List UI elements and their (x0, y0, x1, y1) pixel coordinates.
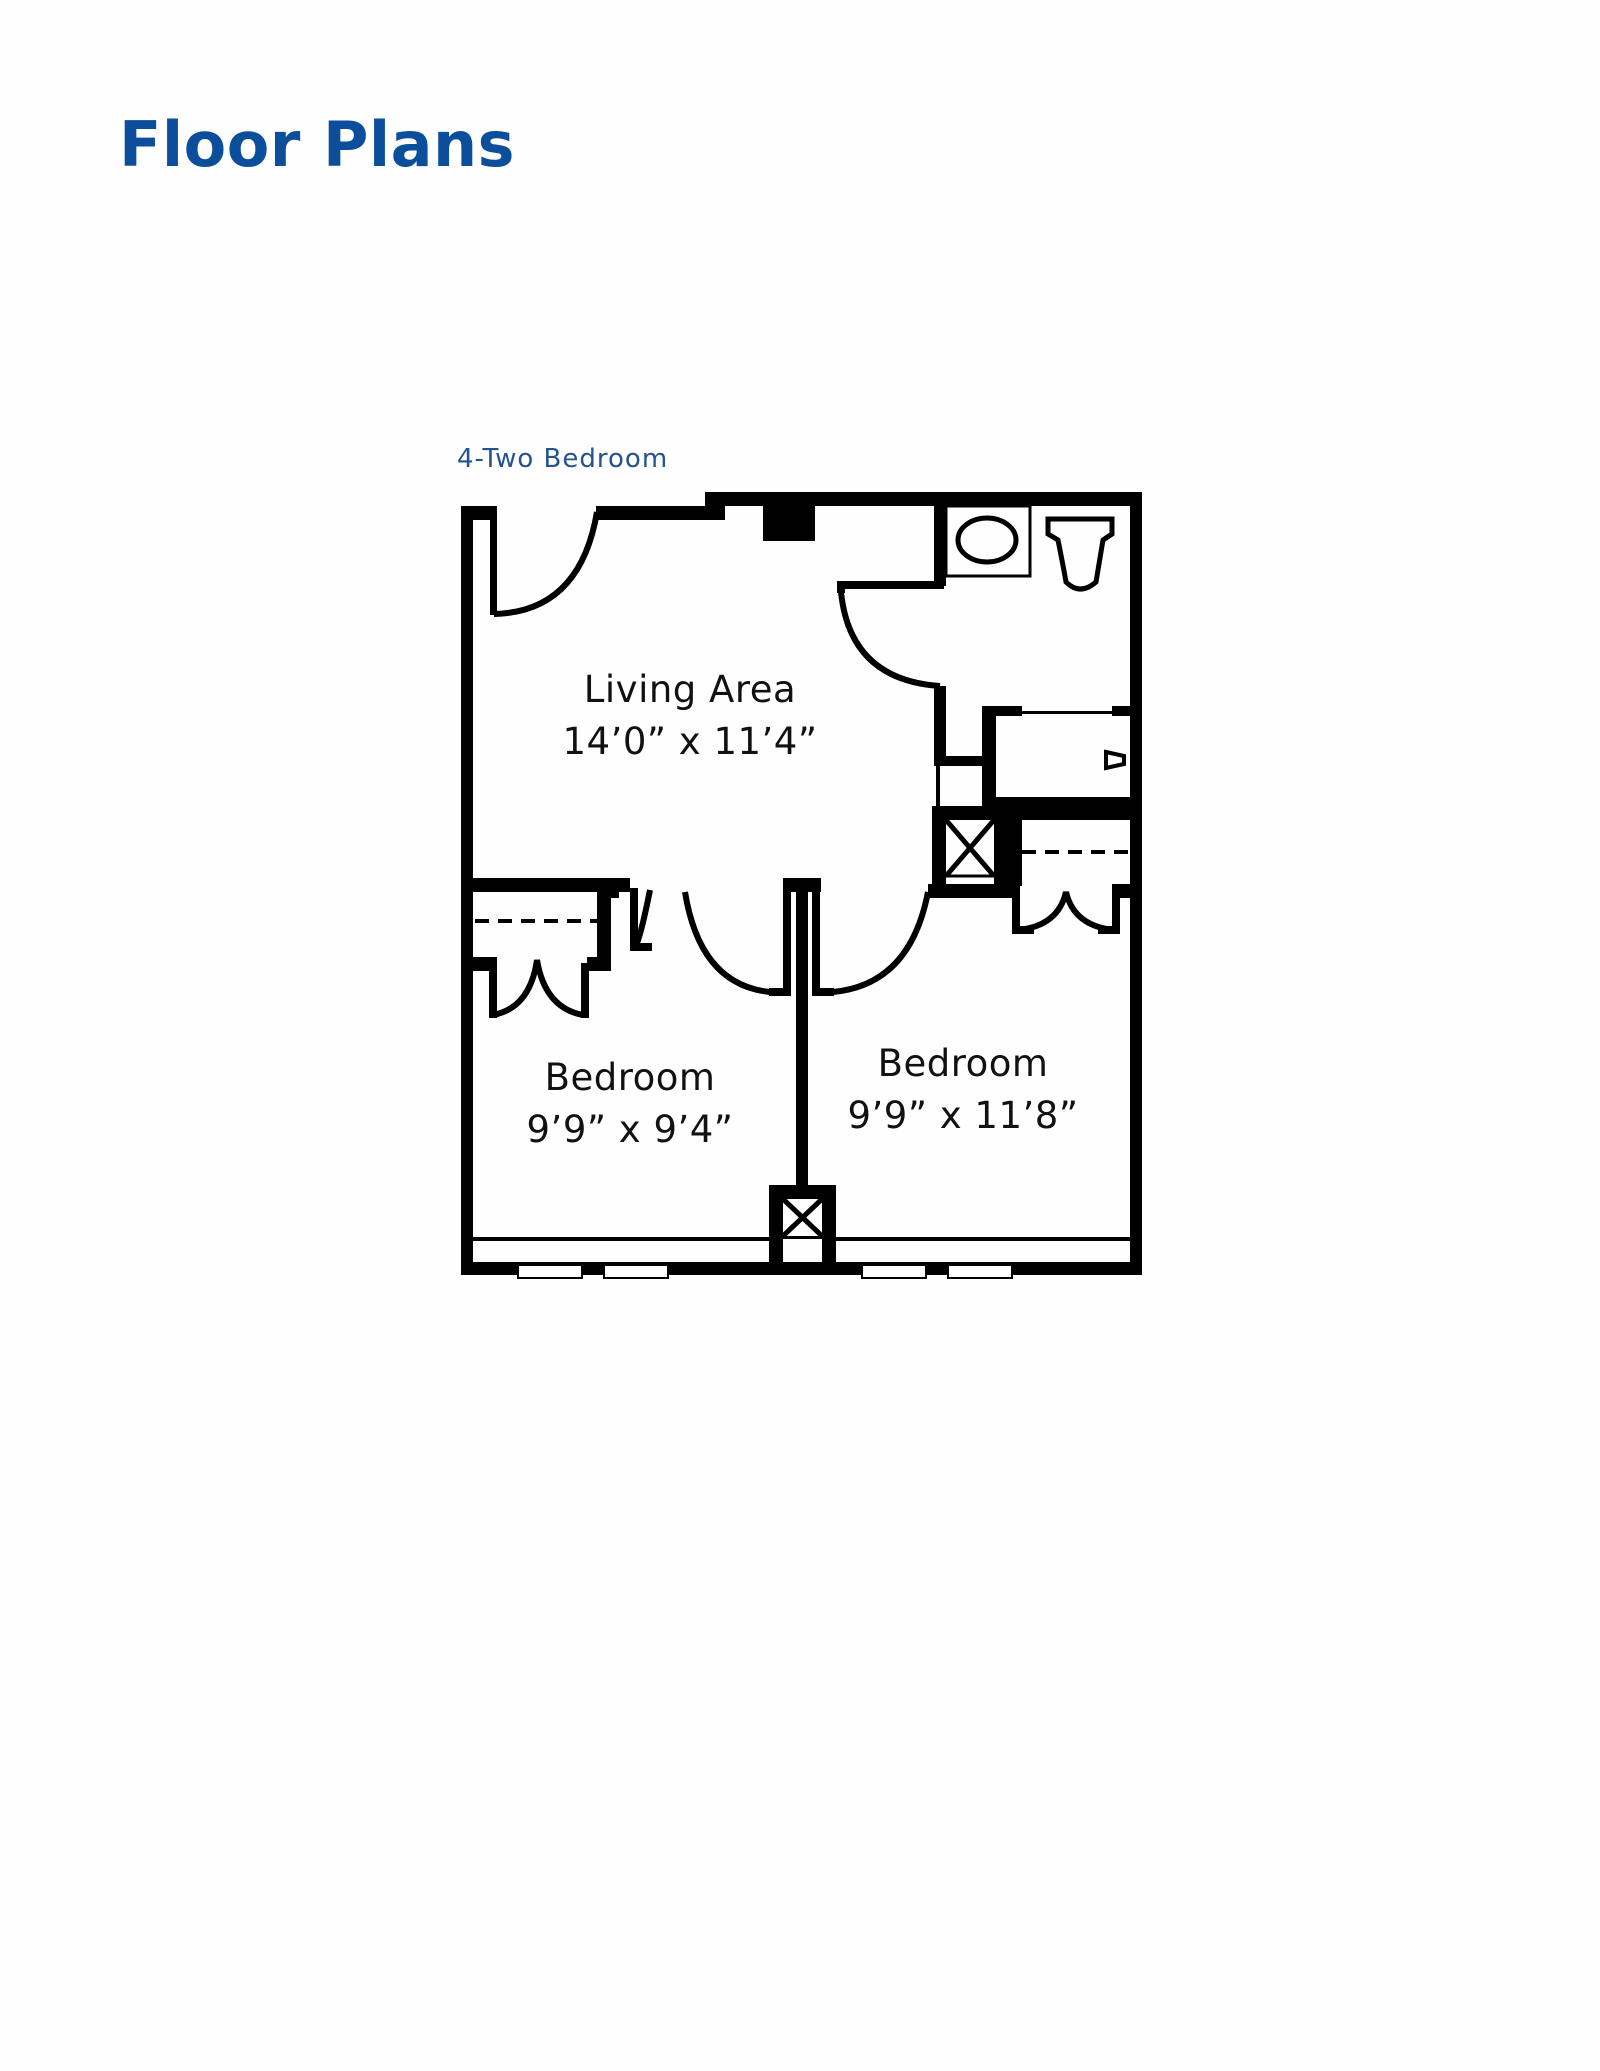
room-name: Living Area (583, 668, 797, 711)
chase2-top (769, 1185, 835, 1199)
closet-wall-top (934, 756, 982, 766)
window-sill-right (836, 1237, 1130, 1241)
column-block (763, 506, 815, 541)
toilet-icon (1045, 516, 1115, 592)
floor-plan-caption: 4-Two Bedroom (457, 444, 669, 474)
bathroom-wall-upper (934, 506, 946, 586)
window (947, 1264, 1013, 1279)
bedroom2-door-swing (832, 891, 931, 995)
central-wall-cap (783, 878, 821, 892)
exterior-wall-top-left-stub (461, 506, 497, 520)
living-bedroom-wall-left (461, 878, 630, 892)
room-label-bedroom-left: Bedroom 9’9” x 9’4” (500, 1052, 760, 1156)
closet2-left-wall (1008, 806, 1022, 886)
page-title: Floor Plans (119, 108, 516, 181)
closet-rods (475, 850, 1128, 923)
central-door-jamb-right (812, 888, 820, 996)
door-swings (492, 511, 1115, 1018)
bedroom1-door-stop (630, 943, 652, 951)
shower-wall-top-right (1112, 706, 1130, 716)
closet-wall-right (597, 888, 611, 967)
exterior-wall-top-upper (705, 492, 1142, 506)
shower-wall-top-left (982, 706, 1022, 716)
closet2-jamb-left (1012, 884, 1020, 934)
closet-wall-step (611, 888, 619, 898)
chase-wall-left (932, 806, 946, 890)
window (603, 1264, 669, 1279)
room-label-living-area: Living Area 14’0” x 11’4” (560, 664, 820, 768)
hvac-chase-icon (944, 818, 996, 878)
closet1-jamb-left (489, 963, 497, 1018)
closet2-top (1008, 806, 1130, 820)
closet2-bifold-door (1017, 891, 1115, 933)
room-dimensions: 14’0” x 11’4” (562, 720, 818, 763)
exterior-wall-top (596, 506, 706, 520)
shower-head-icon (1104, 749, 1126, 771)
bathroom-wall-horizontal (837, 581, 944, 589)
chase-wall-right (994, 806, 1008, 890)
living-bedroom-wall-right (928, 884, 1020, 898)
bedroom-dividing-wall (796, 888, 808, 1188)
room-name: Bedroom (544, 1056, 716, 1099)
bathroom-door-swing (838, 591, 941, 689)
closet2-jamb-right (1112, 890, 1120, 934)
closet1-jamb-right (581, 963, 589, 1018)
chase-wall-top (932, 806, 1008, 820)
walls (461, 492, 1142, 1275)
central-door-jamb-left (783, 888, 791, 996)
bedroom1-door-jamb (630, 888, 638, 951)
window (517, 1264, 583, 1279)
hvac-chase-icon (781, 1197, 824, 1238)
chase2-right (822, 1185, 836, 1275)
sink-icon (955, 515, 1019, 565)
window (861, 1264, 927, 1279)
vanity (944, 504, 1032, 578)
chase-x-marks (781, 818, 996, 1238)
chase2-inner-line (783, 1236, 822, 1239)
wall-step (705, 492, 725, 520)
shower-wall-left (982, 706, 996, 807)
exterior-wall-right (1130, 492, 1142, 1275)
bedroom1-door-swing (632, 889, 771, 995)
closet1-step-right (587, 957, 611, 971)
room-name: Bedroom (877, 1042, 1049, 1085)
room-label-bedroom-right: Bedroom 9’9” x 11’8” (828, 1038, 1098, 1142)
window-sill-left (473, 1237, 769, 1241)
bathroom-wall-lower (934, 686, 946, 766)
closet1-bifold-door (492, 959, 584, 1018)
windows (517, 1264, 1013, 1279)
bathroom-fixtures (944, 504, 1126, 771)
bath-door-jamb (837, 581, 845, 593)
entry-door-swing (493, 511, 600, 617)
room-dimensions: 9’9” x 9’4” (526, 1108, 734, 1151)
room-dimensions: 9’9” x 11’8” (847, 1094, 1079, 1137)
door-stop-left (769, 988, 791, 996)
entry-door-jamb (490, 510, 497, 615)
chase2-left (769, 1185, 783, 1275)
closet-thin-wall (936, 762, 940, 812)
shower-curtain-rod (1022, 711, 1122, 714)
door-stop-right (812, 988, 834, 996)
